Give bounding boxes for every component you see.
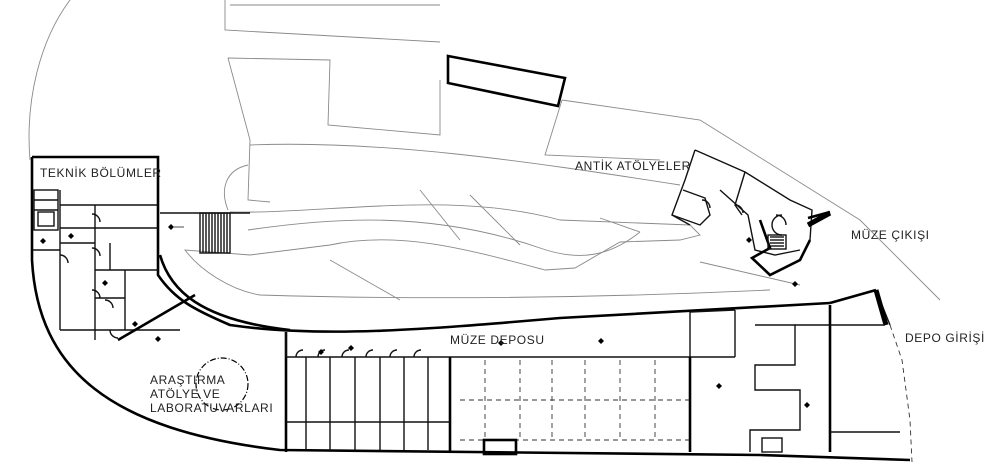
technical-rooms xyxy=(33,189,196,342)
label-storage-entrance: DEPO GİRİŞİ xyxy=(905,331,985,345)
stair-block xyxy=(160,212,250,254)
label-technical-sections: TEKNİK BÖLÜMLER xyxy=(40,166,162,180)
site-lines xyxy=(28,0,941,301)
level-markers xyxy=(40,224,810,408)
storage-shelving xyxy=(284,305,913,463)
label-museum-storage: MÜZE DEPOSU xyxy=(450,333,545,347)
label-museum-exit: MÜZE ÇIKIŞI xyxy=(851,228,930,242)
research-area xyxy=(195,357,249,411)
building-outline xyxy=(30,54,911,462)
label-antique-workshops: ANTİK ATÖLYELER xyxy=(575,159,691,173)
storage-door-swings xyxy=(295,349,422,358)
label-research-labs: ARAŞTIRMA ATÖLYE VE LABORATUVARLARI xyxy=(150,373,274,415)
antique-workshops xyxy=(671,149,832,277)
